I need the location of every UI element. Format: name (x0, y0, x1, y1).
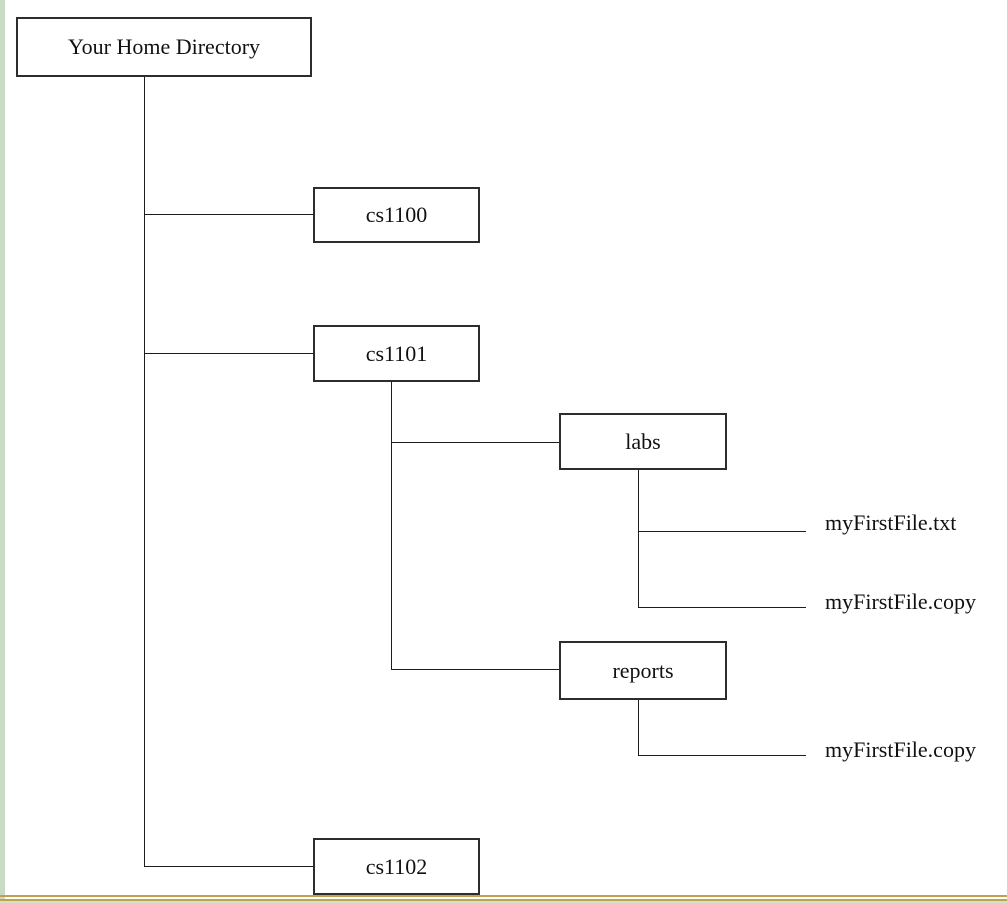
cs1102-label: cs1102 (365, 853, 428, 879)
branch-line-myfirstfile-copy (638, 607, 806, 608)
cs1101-directory-node: cs1101 (313, 325, 480, 382)
cs1100-directory-node: cs1100 (313, 187, 480, 243)
reports-directory-node: reports (559, 641, 727, 700)
labs-trunk-line (638, 470, 639, 608)
bottom-margin-strip (0, 901, 1007, 903)
cs1100-label: cs1100 (365, 202, 428, 227)
myfirstfile-copy-file-label-labs: myFirstFile.copy (825, 589, 976, 614)
reports-trunk-line (638, 700, 639, 756)
bottom-gold-border-top (0, 895, 1007, 897)
labs-label: labs (625, 428, 661, 454)
home-directory-label: Your Home Directory (67, 34, 261, 59)
cs1101-trunk-line (391, 382, 392, 670)
left-margin-strip (0, 0, 5, 903)
cs1102-directory-node: cs1102 (313, 838, 480, 895)
branch-line-cs1101 (144, 353, 313, 354)
cs1101-label: cs1101 (365, 340, 428, 366)
labs-directory-node: labs (559, 413, 727, 470)
branch-line-labs (391, 442, 559, 443)
branch-line-cs1100 (144, 214, 313, 215)
branch-line-reports (391, 669, 559, 670)
home-directory-node: Your Home Directory (16, 17, 312, 77)
home-trunk-line (144, 77, 145, 867)
myfirstfile-txt-file-label: myFirstFile.txt (825, 510, 957, 535)
reports-label: reports (612, 657, 674, 683)
bottom-gold-border-bottom (0, 899, 1007, 901)
myfirstfile-copy-file-label-reports: myFirstFile.copy (825, 737, 976, 762)
branch-line-myfirstfile-copy2 (638, 755, 806, 756)
branch-line-myfirstfile-txt (638, 531, 806, 532)
branch-line-cs1102 (144, 866, 313, 867)
